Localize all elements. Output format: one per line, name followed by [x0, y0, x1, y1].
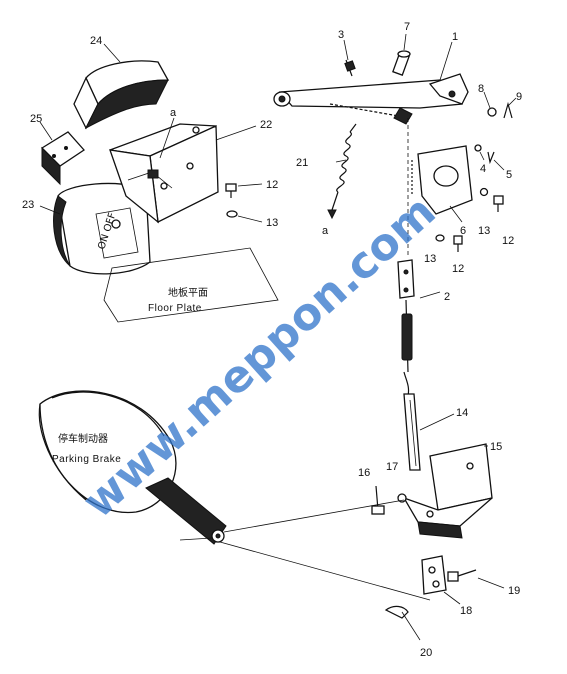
part-22-mounting-bracket [109, 123, 219, 224]
part-13-washer-lower [435, 234, 445, 242]
callout-24: 24 [90, 35, 102, 47]
callout-2: 2 [444, 291, 450, 303]
callout-9: 9 [516, 91, 522, 103]
parking-brake-en-label: Parking Brake [52, 454, 121, 465]
part-24-cover-pad [73, 60, 170, 130]
ref-a-spring: a [322, 225, 329, 237]
part-2-clevis [397, 259, 415, 299]
part-12-bolt-lower [453, 235, 463, 252]
part-23-dial-housing: ON OFF [53, 182, 151, 275]
callout-leaders [39, 33, 517, 641]
part-14-cable [401, 299, 421, 471]
part-25-bracket [40, 131, 85, 186]
callout-12-left: 12 [266, 179, 278, 191]
floor-plate: 地板平面 Floor Plate [103, 247, 279, 323]
callout-1: 1 [452, 31, 458, 43]
callout-12-lower: 12 [452, 263, 464, 275]
ref-a-top: a [170, 107, 177, 119]
callout-16: 16 [358, 467, 370, 479]
callout-3: 3 [338, 29, 344, 41]
link-line-upper [223, 499, 405, 533]
part-20-cotter [384, 605, 409, 619]
part-19-pin [447, 569, 477, 582]
part-15-lower-bracket [402, 443, 493, 539]
part-18-lower-clevis [421, 555, 447, 595]
part-9-cotter-pin [503, 101, 513, 119]
callout-15: 15 [490, 441, 502, 453]
callout-12-right: 12 [502, 235, 514, 247]
floor-plate-cn-label: 地板平面 [168, 286, 208, 299]
callout-5: 5 [506, 169, 512, 181]
callout-8: 8 [478, 83, 484, 95]
part-8-washer [487, 107, 497, 117]
ref-a-top-leader [159, 117, 175, 159]
part-21-spring [327, 123, 357, 220]
part-4-washer [474, 144, 482, 152]
parking-brake-cn-label: 停车制动器 [58, 432, 108, 445]
parking-brake-drum: 停车制动器 Parking Brake [38, 390, 177, 514]
floor-plate-en-label: Floor Plate [148, 303, 202, 314]
callout-6: 6 [460, 225, 466, 237]
part-7-pin [392, 50, 411, 76]
callout-23: 23 [22, 199, 34, 211]
part-13-washer-right [479, 187, 489, 197]
callout-13-left: 13 [266, 217, 278, 229]
callout-numbers: 1 2 3 4 5 6 7 8 9 12 12 12 13 13 13 14 1… [22, 21, 522, 659]
callout-20: 20 [420, 647, 432, 659]
part-16-bolt [371, 485, 385, 515]
callout-17: 17 [386, 461, 398, 473]
callout-21: 21 [296, 157, 308, 169]
part-12-bolt-right [493, 195, 504, 212]
part-6-ratchet-plate [411, 145, 473, 215]
callout-18: 18 [460, 605, 472, 617]
callout-7: 7 [404, 21, 410, 33]
callout-25: 25 [30, 113, 42, 125]
callout-4: 4 [480, 163, 486, 175]
callout-13-lower: 13 [424, 253, 436, 265]
callout-19: 19 [508, 585, 520, 597]
brake-arm [145, 477, 227, 545]
callout-13-right: 13 [478, 225, 490, 237]
part-13-washer-left [226, 210, 238, 218]
callout-14: 14 [456, 407, 468, 419]
link-line-lower [219, 541, 431, 601]
part-5-cotter-pin [487, 151, 495, 165]
part-3-bolt [344, 59, 356, 77]
part-1-lever-arm [273, 73, 469, 125]
part-12-bolt-left [225, 183, 237, 198]
callout-22: 22 [260, 119, 272, 131]
